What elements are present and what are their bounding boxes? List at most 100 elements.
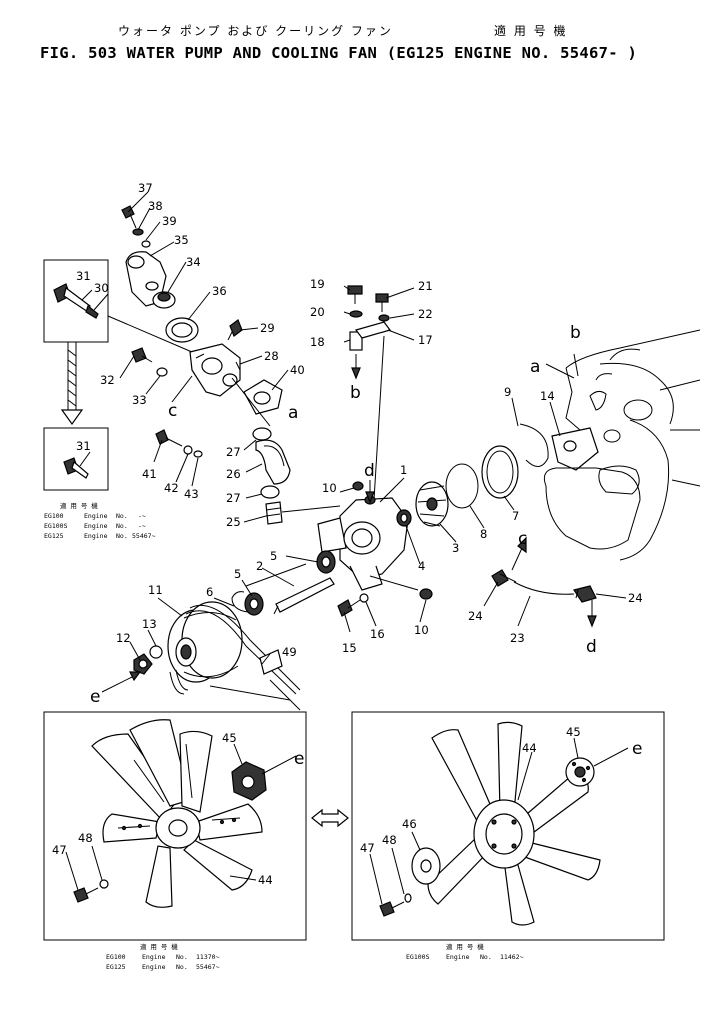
callout-47-left: 47 bbox=[52, 843, 67, 857]
washer-43-icon bbox=[193, 450, 203, 458]
callout-18: 18 bbox=[310, 335, 325, 349]
letter-e-fan-right: e bbox=[632, 739, 642, 759]
fan-44-left-icon bbox=[91, 719, 263, 908]
model-name: EG100S bbox=[44, 522, 68, 530]
washer-48-right-icon bbox=[404, 893, 412, 903]
washer-20-icon bbox=[349, 310, 363, 318]
fan-box-right bbox=[351, 711, 665, 941]
seal-4-icon bbox=[396, 509, 412, 527]
callout-22: 22 bbox=[418, 307, 433, 321]
callout-34: 34 bbox=[186, 255, 201, 269]
washer-39-icon bbox=[141, 240, 151, 248]
callout-49: 49 bbox=[282, 645, 297, 659]
plug-10-upper-icon bbox=[352, 481, 364, 491]
seal-ring-8-icon bbox=[445, 463, 479, 509]
model-name: EG100 bbox=[106, 953, 126, 961]
callout-41: 41 bbox=[142, 467, 157, 481]
spacer-18-icon bbox=[349, 331, 363, 351]
plug-10-lower-icon bbox=[419, 588, 433, 600]
callout-26: 26 bbox=[226, 467, 241, 481]
callout-37: 37 bbox=[138, 181, 153, 195]
callout-27-lower: 27 bbox=[226, 491, 241, 505]
callout-43: 43 bbox=[184, 487, 199, 501]
serial-range: 11462~ bbox=[500, 953, 524, 961]
serial-range: 55467~ bbox=[196, 963, 220, 971]
callout-16: 16 bbox=[370, 627, 385, 641]
callout-44-left: 44 bbox=[258, 873, 273, 887]
callout-9: 9 bbox=[504, 385, 511, 399]
plug-29-icon bbox=[227, 319, 243, 341]
nut-12-icon bbox=[133, 653, 153, 675]
plate-17-icon bbox=[354, 321, 392, 339]
washer-13-icon bbox=[149, 645, 163, 659]
applicability-table-fan-right: 適 用 号 機 EG100S Engine No. 11462~ bbox=[406, 942, 524, 961]
letter-e-pulley: e bbox=[90, 687, 100, 707]
callout-10-upper: 10 bbox=[322, 481, 337, 495]
cover-plate-7-icon bbox=[481, 445, 519, 499]
serial-range: 55467~ bbox=[132, 532, 156, 540]
serial-range: -~ bbox=[138, 512, 146, 520]
applicability-table-fan-left: 適 用 号 機 EG100 Engine No. 11370~ EG125 En… bbox=[106, 942, 220, 971]
engine-block-icon bbox=[543, 329, 701, 561]
serial-range: 11370~ bbox=[196, 953, 220, 961]
bolt-47-left-icon bbox=[73, 887, 99, 903]
model-name: EG125 bbox=[44, 532, 64, 540]
callout-7: 7 bbox=[512, 509, 519, 523]
bolt-15-icon bbox=[337, 599, 361, 617]
fan-box-left bbox=[43, 711, 307, 941]
applicability-header: 適 用 号 機 bbox=[446, 942, 484, 951]
callout-2: 2 bbox=[256, 559, 263, 573]
bolt-41-icon bbox=[155, 429, 183, 447]
applicability-header: 適 用 号 機 bbox=[60, 501, 98, 510]
thermostat-housing-28-icon bbox=[189, 343, 241, 397]
bolt-21-icon bbox=[375, 293, 389, 312]
number-label: No. bbox=[116, 522, 128, 530]
callout-38: 38 bbox=[148, 199, 163, 213]
callout-15: 15 bbox=[342, 641, 357, 655]
number-label: No. bbox=[116, 532, 128, 540]
plate-46-icon bbox=[411, 847, 441, 885]
water-pump-body-1-icon bbox=[317, 495, 409, 591]
snap-ring-9-icon bbox=[519, 423, 549, 467]
fan-44-right-icon bbox=[427, 721, 601, 926]
engine-label: Engine bbox=[446, 953, 470, 961]
callout-29: 29 bbox=[260, 321, 275, 335]
figure-title: FIG. 503 WATER PUMP AND COOLING FAN (EG1… bbox=[40, 44, 638, 62]
number-label: No. bbox=[480, 953, 492, 961]
model-name: EG125 bbox=[106, 963, 126, 971]
letter-c-housing: c bbox=[168, 401, 177, 421]
callout-21: 21 bbox=[418, 279, 433, 293]
letter-d-hose: d bbox=[586, 637, 597, 657]
letter-c-hose: c bbox=[518, 529, 527, 549]
engine-label: Engine bbox=[84, 532, 108, 540]
callout-40: 40 bbox=[290, 363, 305, 377]
callout-23: 23 bbox=[510, 631, 525, 645]
bolt-47-right-icon bbox=[379, 901, 405, 917]
callout-48-right: 48 bbox=[382, 833, 397, 847]
callout-6: 6 bbox=[206, 585, 213, 599]
callout-44-right: 44 bbox=[522, 741, 537, 755]
gasket-36-icon bbox=[165, 317, 199, 343]
drain-hose-23-icon bbox=[513, 581, 575, 595]
bolt-32-icon bbox=[131, 347, 153, 363]
letter-d-pump: d bbox=[364, 461, 375, 481]
thermostat-34-icon bbox=[152, 291, 176, 309]
pipe-25-icon bbox=[265, 501, 283, 525]
callout-28: 28 bbox=[264, 349, 279, 363]
model-name: EG100S bbox=[406, 953, 430, 961]
engine-label: Engine bbox=[84, 512, 108, 520]
washer-42-icon bbox=[183, 445, 193, 455]
number-label: No. bbox=[176, 963, 188, 971]
spacer-45-right-icon bbox=[565, 757, 595, 787]
washer-48-left-icon bbox=[99, 879, 109, 889]
callout-42: 42 bbox=[164, 481, 179, 495]
callout-33: 33 bbox=[132, 393, 147, 407]
model-name: EG100 bbox=[44, 512, 64, 520]
callout-20: 20 bbox=[310, 305, 325, 319]
clamp-27-upper-icon bbox=[252, 427, 272, 441]
callout-19: 19 bbox=[310, 277, 325, 291]
engine-label: Engine bbox=[142, 963, 166, 971]
engine-label: Engine bbox=[84, 522, 108, 530]
callout-4: 4 bbox=[418, 559, 425, 573]
